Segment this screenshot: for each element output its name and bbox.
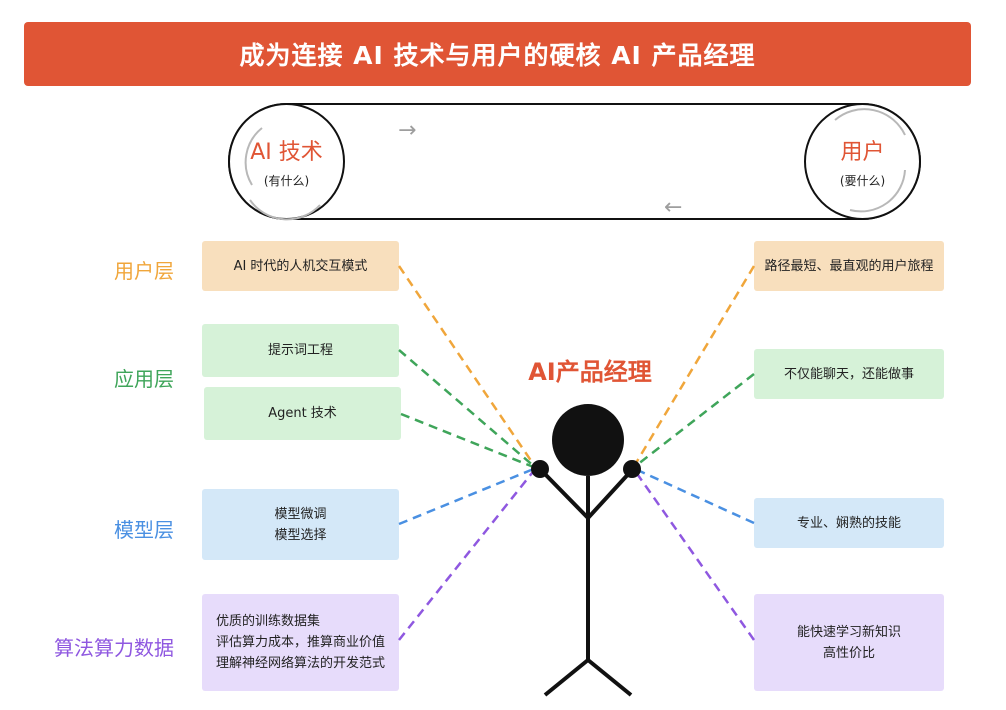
left-box-data: 优质的训练数据集 评估算力成本，推算商业价值 理解神经网络算法的开发范式 bbox=[202, 594, 399, 691]
right-wheel-arc-icon bbox=[834, 108, 906, 136]
arrow-left-icon: ← bbox=[664, 195, 683, 220]
layer-label-user: 用户层 bbox=[114, 259, 174, 283]
left-box-model: 模型微调 模型选择 bbox=[202, 489, 399, 560]
box-line: AI 时代的人机交互模式 bbox=[233, 258, 368, 274]
connector-agent-left bbox=[400, 412, 537, 470]
right-box-journey: 路径最短、最直观的用户旅程 bbox=[754, 241, 944, 291]
left-box-prompt: 提示词工程 bbox=[202, 324, 399, 377]
box-line: 高性价比 bbox=[822, 645, 875, 661]
layer-label-app: 应用层 bbox=[114, 367, 174, 391]
box-line: 模型微调 bbox=[274, 506, 327, 522]
right-box-doing: 不仅能聊天，还能做事 bbox=[754, 349, 944, 399]
connector-model-left bbox=[398, 466, 537, 526]
box-line: 理解神经网络算法的开发范式 bbox=[216, 656, 386, 671]
connector-model-right bbox=[632, 466, 755, 525]
connector-data-right bbox=[631, 467, 756, 641]
ai-tech-subtitle: (有什么) bbox=[263, 174, 310, 188]
left-wheel-arc-icon bbox=[249, 199, 321, 221]
figure-right-leg bbox=[586, 658, 633, 697]
user-subtitle: (要什么) bbox=[839, 174, 886, 188]
box-line: 模型选择 bbox=[274, 527, 327, 543]
box-line: 优质的训练数据集 bbox=[216, 614, 321, 629]
connector-user-right bbox=[631, 265, 756, 469]
layer-label-algorithm: 算法算力数据 bbox=[54, 636, 174, 660]
box-line: 评估算力成本，推算商业价值 bbox=[216, 635, 386, 650]
box-line: 路径最短、最直观的用户旅程 bbox=[764, 258, 934, 274]
user-title: 用户 bbox=[840, 140, 885, 165]
figure-left-arm bbox=[539, 468, 590, 520]
box-line: 专业、娴熟的技能 bbox=[796, 515, 901, 531]
figure-head bbox=[552, 404, 624, 476]
box-line: 不仅能聊天，还能做事 bbox=[783, 366, 914, 382]
connector-user-left bbox=[397, 265, 538, 469]
layer-label-model: 模型层 bbox=[114, 518, 174, 542]
left-wheel-arc-icon bbox=[244, 127, 263, 186]
arrow-right-icon: → bbox=[398, 118, 417, 143]
ai-pm-title: AI产品经理 bbox=[528, 358, 652, 386]
right-box-skill: 专业、娴熟的技能 bbox=[754, 498, 944, 548]
box-line: Agent 技术 bbox=[268, 406, 337, 421]
page-title: 成为连接 AI 技术与用户的硬核 AI 产品经理 bbox=[239, 41, 756, 70]
ai-tech-title: AI 技术 bbox=[250, 140, 323, 165]
figure-left-hand bbox=[531, 460, 549, 478]
connector-data-left bbox=[398, 467, 537, 641]
left-box-agent: Agent 技术 bbox=[204, 387, 401, 440]
title-banner: 成为连接 AI 技术与用户的硬核 AI 产品经理 bbox=[24, 22, 971, 86]
figure-left-leg bbox=[543, 658, 590, 697]
connector-app-right bbox=[632, 373, 755, 469]
figure-right-arm bbox=[586, 468, 634, 520]
figure-right-hand bbox=[623, 460, 641, 478]
box-line: 能快速学习新知识 bbox=[796, 624, 901, 640]
left-box-interaction: AI 时代的人机交互模式 bbox=[202, 241, 399, 291]
user-wheel: 用户 (要什么) bbox=[804, 103, 921, 220]
right-wheel-arc-icon bbox=[849, 169, 906, 213]
connector-prompt-left bbox=[398, 349, 537, 469]
box-line: 提示词工程 bbox=[267, 343, 333, 358]
right-box-learning: 能快速学习新知识 高性价比 bbox=[754, 594, 944, 691]
